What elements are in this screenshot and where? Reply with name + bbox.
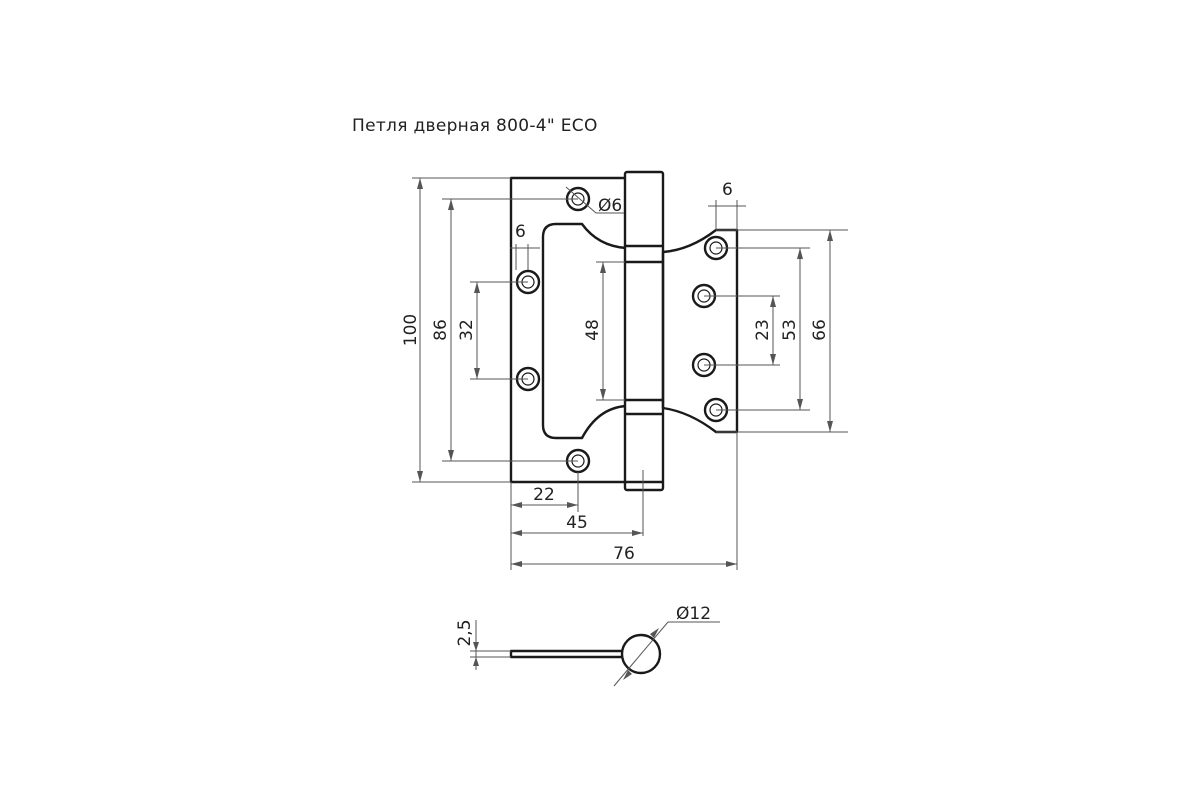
dim-76: 76 bbox=[613, 544, 635, 564]
dim-48: 48 bbox=[583, 319, 603, 341]
dim-22: 22 bbox=[533, 485, 555, 505]
dim-left-edge: 6 bbox=[515, 222, 526, 242]
dim-53: 53 bbox=[780, 319, 800, 341]
dim-thickness: 2,5 bbox=[455, 619, 475, 646]
dimension-lines bbox=[412, 177, 848, 570]
left-leaf bbox=[509, 176, 628, 484]
right-leaf bbox=[661, 228, 739, 434]
hinge-knuckle bbox=[623, 170, 665, 536]
right-leaf-plate bbox=[661, 228, 739, 434]
dim-knuckle-diameter: Ø12 bbox=[676, 604, 711, 624]
drawing-title: Петля дверная 800-4" ECO bbox=[352, 116, 598, 136]
dim-hole-diameter: Ø6 bbox=[598, 196, 622, 216]
side-view: Ø12 2,5 bbox=[455, 604, 720, 687]
dim-66: 66 bbox=[810, 319, 830, 341]
knuckle-body bbox=[623, 170, 665, 492]
dim-45: 45 bbox=[566, 513, 588, 533]
dim-100: 100 bbox=[401, 314, 421, 346]
dim-86: 86 bbox=[431, 319, 451, 341]
dim-23: 23 bbox=[753, 319, 773, 341]
dimension-labels: 100 86 32 48 Ø6 6 6 23 53 66 22 45 76 bbox=[401, 180, 830, 564]
dim-right-edge: 6 bbox=[722, 180, 733, 200]
left-leaf-cutout bbox=[541, 222, 628, 440]
dim-32: 32 bbox=[457, 319, 477, 341]
side-leaf bbox=[509, 649, 625, 659]
